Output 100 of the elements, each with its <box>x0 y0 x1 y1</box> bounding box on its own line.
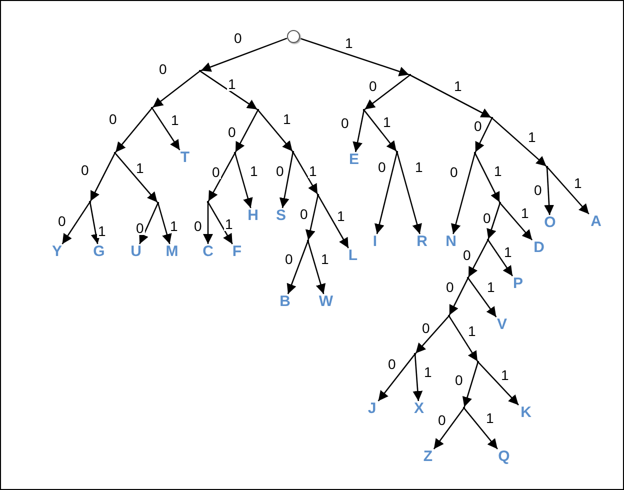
edge-label: 1 <box>227 77 237 91</box>
leaf-letter: G <box>91 244 107 260</box>
leaf-letter: W <box>318 294 334 310</box>
edge-label: 1 <box>282 112 292 126</box>
arrow <box>448 278 468 316</box>
arrow <box>234 154 253 208</box>
edge-label: 0 <box>421 321 431 335</box>
arrow <box>464 408 498 450</box>
arrow <box>158 204 172 244</box>
leaf-letter: B <box>277 294 293 310</box>
leaf-letter: E <box>346 152 362 168</box>
arrow <box>488 240 514 276</box>
edge-label: 1 <box>485 411 495 425</box>
leaf-letter: R <box>414 234 430 250</box>
edge-label: 0 <box>108 112 118 126</box>
arrow <box>318 196 349 248</box>
edge-label: 0 <box>135 221 145 235</box>
leaf-letter: P <box>510 276 526 292</box>
edge-label: 1 <box>527 130 537 144</box>
edge-label: 0 <box>193 219 203 233</box>
leaf-letter: F <box>229 244 245 260</box>
arrow <box>115 108 152 153</box>
arrow <box>208 202 233 244</box>
arrow <box>415 316 449 354</box>
arrow <box>492 118 547 167</box>
edge-label: 0 <box>368 79 378 93</box>
arrow <box>299 37 410 76</box>
arrow <box>433 408 464 450</box>
edge-label: 1 <box>467 324 477 338</box>
edge-label: 0 <box>340 116 350 130</box>
leaf-letter: Z <box>420 449 436 465</box>
edge-label: 0 <box>299 207 309 221</box>
edge-label: 1 <box>308 164 318 178</box>
leaf-letter: N <box>443 234 459 250</box>
edge-label: 1 <box>97 224 107 238</box>
edge-label: 0 <box>284 252 294 266</box>
arrow <box>200 71 258 110</box>
arrow <box>374 152 398 234</box>
edge-label: 0 <box>57 214 67 228</box>
arrow <box>292 152 318 194</box>
edge-label: 0 <box>275 164 285 178</box>
arrow <box>396 152 422 234</box>
arrow <box>90 202 101 244</box>
leaf-letter: I <box>367 234 383 250</box>
edge-label: 0 <box>445 280 455 294</box>
arrow <box>462 362 478 408</box>
leaf-letter: V <box>494 317 510 333</box>
arrow <box>152 71 200 108</box>
arrow <box>115 153 158 203</box>
arrow <box>203 203 213 244</box>
edge-label: 0 <box>462 248 472 262</box>
edge-label: 0 <box>377 160 387 174</box>
leaf-letter: Q <box>496 449 512 465</box>
edge-label: 1 <box>486 280 496 294</box>
arrow <box>468 278 497 318</box>
arrow <box>474 118 492 152</box>
leaf-letter: M <box>164 244 180 260</box>
edge-label: 0 <box>211 165 221 179</box>
arrow <box>486 204 500 240</box>
edge-label: 1 <box>224 217 234 231</box>
arrow <box>152 108 180 150</box>
leaf-letter: S <box>273 208 289 224</box>
edge-label: 1 <box>573 176 583 190</box>
edge-label: 0 <box>437 413 447 427</box>
leaf-letter: U <box>128 244 144 260</box>
edge-label: 1 <box>520 206 530 220</box>
leaf-letter: T <box>177 150 193 166</box>
arrow <box>468 240 488 278</box>
edge-label: 1 <box>249 164 259 178</box>
leaf-letter: Y <box>49 244 65 260</box>
edge-label: 0 <box>473 119 483 133</box>
leaf-letter: C <box>200 244 216 260</box>
edge-label: 0 <box>387 357 397 371</box>
leaf-letter: H <box>245 208 261 224</box>
arrow <box>364 110 397 152</box>
arrow <box>450 154 476 234</box>
leaf-letter: K <box>518 405 534 421</box>
arrow <box>364 75 410 110</box>
arrow <box>200 38 288 72</box>
arrow <box>90 154 116 202</box>
edge-label: 1 <box>320 252 330 266</box>
arrow <box>208 154 236 202</box>
edge-label: 0 <box>482 211 492 225</box>
arrow <box>410 74 492 118</box>
arrow <box>234 110 258 152</box>
edge-label: 1 <box>493 164 503 178</box>
arrow <box>478 362 519 406</box>
edge-label: 0 <box>158 62 168 76</box>
arrow <box>286 242 308 294</box>
arrow <box>500 203 533 240</box>
edge-label: 0 <box>449 165 459 179</box>
arrow <box>308 242 326 294</box>
leaf-letter: O <box>542 215 558 231</box>
edge-label: 0 <box>454 373 464 387</box>
edge-label: 1 <box>382 115 392 129</box>
arrow <box>352 110 364 152</box>
arrow <box>62 202 90 244</box>
root-circle <box>286 30 300 42</box>
edge-label: 1 <box>423 365 433 379</box>
edge-label: 1 <box>169 219 179 233</box>
